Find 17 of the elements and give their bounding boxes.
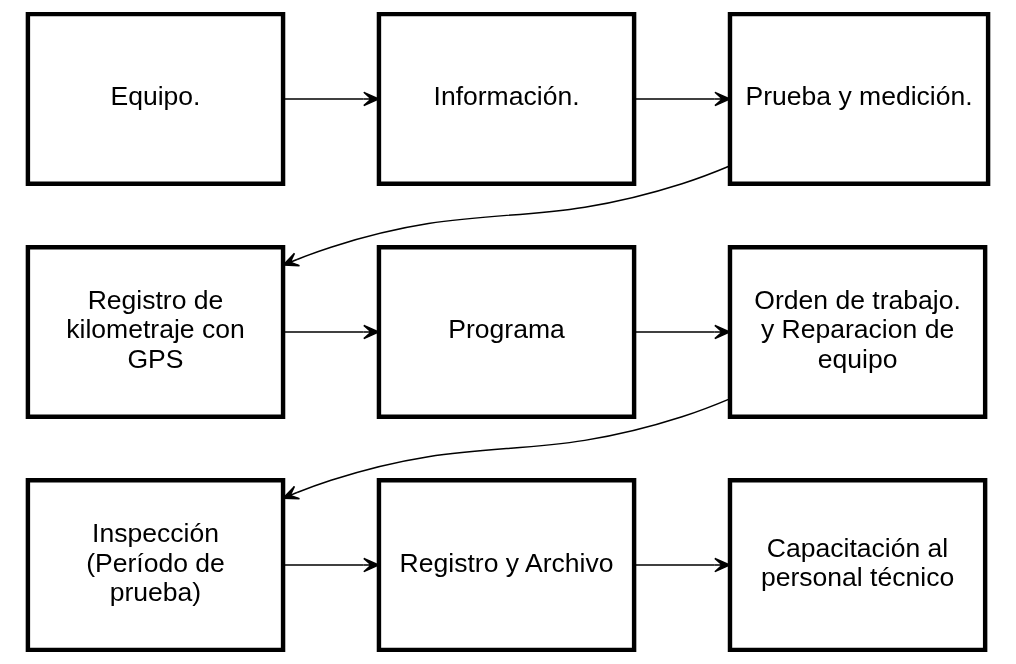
arrow (282, 324, 380, 340)
node-box: Registro y Archivo (376, 478, 637, 653)
node-box: Programa (376, 245, 637, 419)
arrow (634, 324, 731, 340)
node-box: Capacitación al personal técnico (727, 478, 988, 653)
node-box: Prueba y medición. (727, 11, 991, 186)
arrow (282, 557, 380, 573)
arrow (634, 557, 731, 573)
arrow (282, 165, 731, 267)
node-box: Inspección (Período de prueba) (25, 478, 286, 653)
node-box: Información. (376, 11, 637, 186)
arrow (282, 398, 731, 500)
arrow (633, 91, 731, 107)
arrow (282, 91, 380, 107)
node-box: Orden de trabajo. y Reparacion de equipo (727, 245, 988, 419)
node-box: Equipo. (25, 11, 286, 186)
node-box: Registro de kilometraje con GPS (25, 245, 286, 419)
